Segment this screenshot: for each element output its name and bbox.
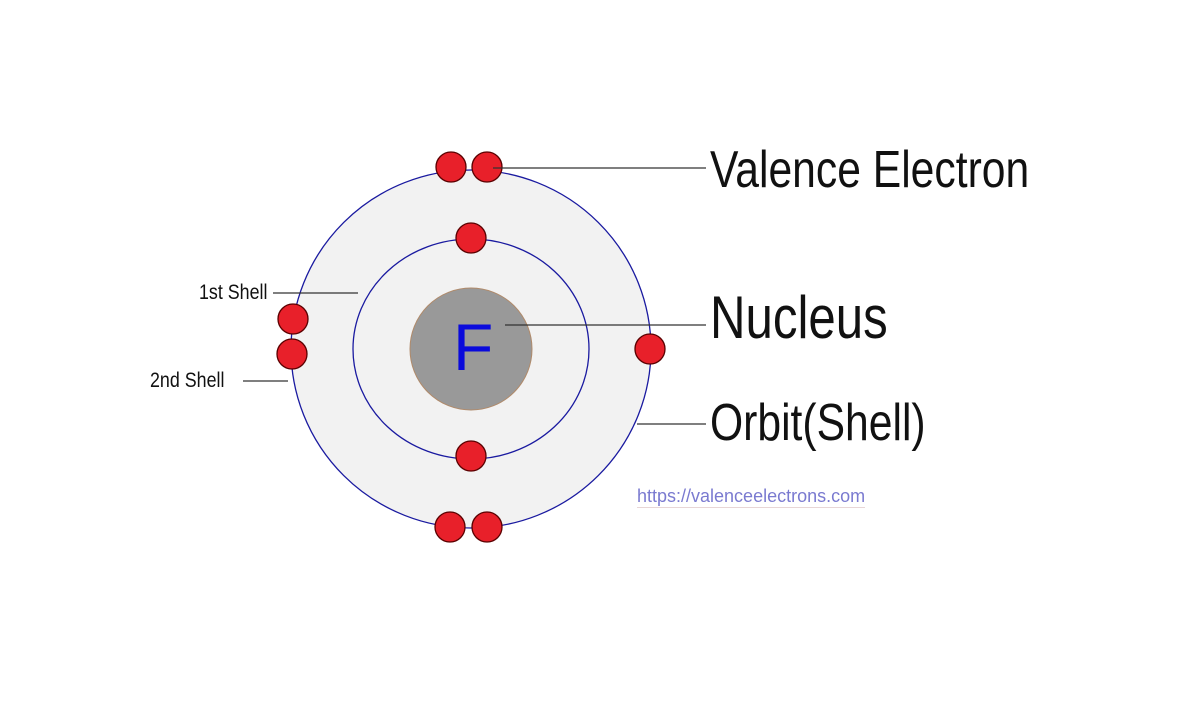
electron (455, 440, 487, 472)
second-shell-label: 2nd Shell (150, 369, 225, 392)
element-symbol: F (453, 310, 494, 384)
electron (435, 151, 467, 183)
electron (434, 511, 466, 543)
nucleus (409, 287, 533, 411)
orbit-label: Orbit(Shell) (710, 394, 926, 452)
electron (634, 333, 666, 365)
source-url[interactable]: https://valenceelectrons.com (637, 486, 866, 508)
nucleus-label: Nucleus (710, 284, 888, 351)
electron (471, 511, 503, 543)
electron (455, 222, 487, 254)
valence-electron-label: Valence Electron (710, 141, 1030, 199)
electron (277, 303, 309, 335)
electron (471, 151, 503, 183)
electron (276, 338, 308, 370)
first-shell-label: 1st Shell (199, 281, 268, 304)
